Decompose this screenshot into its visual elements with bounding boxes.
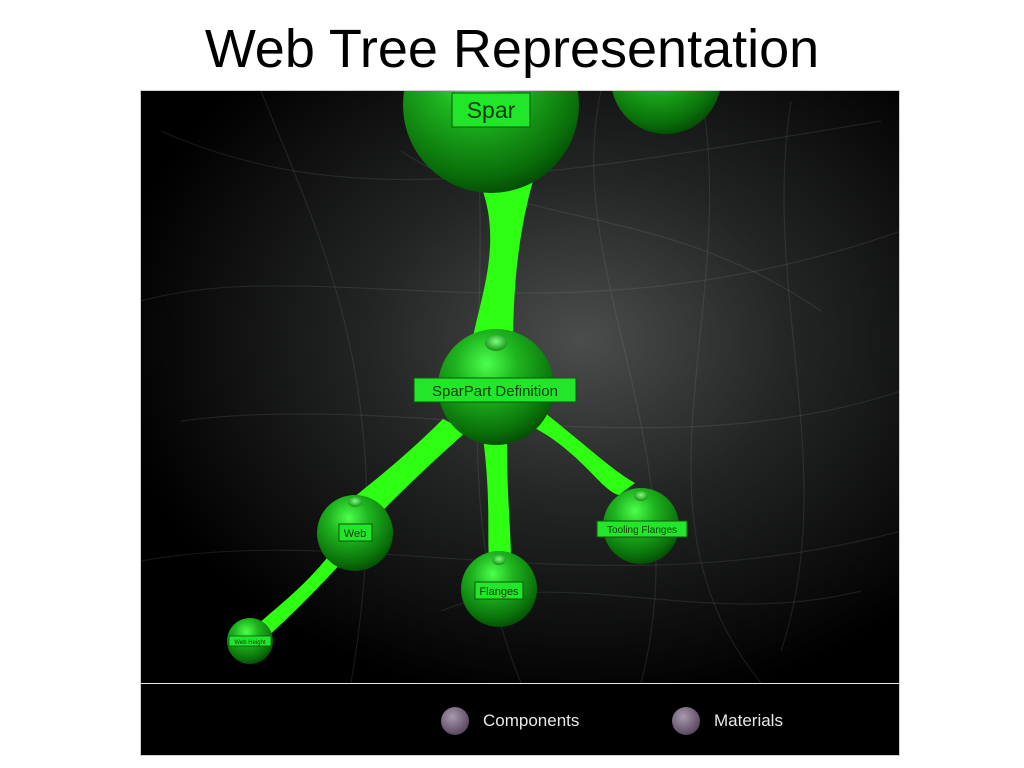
web-tree-viewer[interactable]: Spar SparPart Definition Web Flanges Too… [140,90,900,756]
legend-components[interactable]: Components [441,704,579,738]
node-spar[interactable]: Spar [451,92,531,128]
components-dot-icon [441,707,469,735]
node-sparpart-definition-label: SparPart Definition [432,383,558,400]
node-web[interactable]: Web [338,523,373,542]
node-web-height-label: Web Height [234,640,266,646]
tree-canvas[interactable]: Spar SparPart Definition Web Flanges Too… [141,91,900,683]
node-sparpart-definition[interactable]: SparPart Definition [413,377,577,403]
node-tooling-flanges[interactable]: Tooling Flanges [596,520,688,538]
node-tooling-flanges-label: Tooling Flanges [607,525,677,536]
materials-dot-icon [672,707,700,735]
node-sphere-top-right [612,91,720,134]
legend-components-label: Components [483,711,580,730]
node-flanges-label: Flanges [479,586,519,598]
link-definition-flanges [483,437,511,561]
legend-materials-label: Materials [714,711,783,730]
node-web-label: Web [344,528,366,540]
node-web-height[interactable]: Web Height [228,635,272,647]
link-definition-tooling [529,413,635,495]
node-sphere-spar [403,91,579,193]
link-spar-definition [470,181,533,359]
node-flanges[interactable]: Flanges [474,581,524,600]
page-title: Web Tree Representation [204,19,820,79]
legend-materials[interactable]: Materials [672,704,783,738]
link-web-webheight [253,553,343,639]
legend-bar: Components Materials [141,683,899,755]
node-spar-label: Spar [467,97,516,123]
